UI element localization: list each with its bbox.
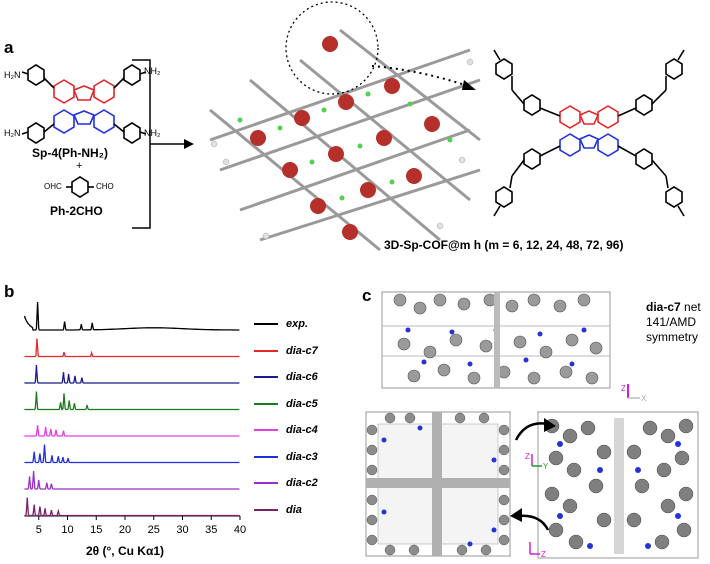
spiro-monomer-structure [21, 64, 147, 144]
rotation-arrow-bottom-head [510, 508, 522, 522]
xrd-series-line [24, 338, 240, 358]
reaction-arrow [150, 139, 194, 149]
xrd-series-line [24, 470, 240, 490]
monomer2-name: Ph-2CHO [50, 204, 103, 218]
xrd-legend-item: dia-c5 [254, 398, 318, 410]
xrd-legend-item: dia-c4 [254, 424, 318, 436]
net-name: dia-c7 [646, 300, 681, 314]
zoom-circle [285, 1, 379, 95]
xrd-x-tick-label: 15 [90, 524, 102, 536]
cho-label-right: CHO [96, 182, 114, 191]
panel-c-letter: c [362, 286, 372, 305]
panel-b-letter: b [4, 282, 15, 301]
xrd-series-line [24, 497, 240, 517]
axis-z-label-top: Z [621, 384, 626, 393]
net-word: net [684, 300, 701, 314]
xrd-legend-swatch [254, 455, 278, 458]
panel-a-letter: a [4, 38, 14, 57]
cho-label-left: OHC [44, 182, 62, 191]
dialdehyde-structure [66, 176, 94, 198]
crystal-view-bottom-right [537, 411, 699, 559]
xrd-x-tick-label: 40 [234, 524, 246, 536]
plus-sign: + [76, 160, 83, 172]
space-group: 141/AMD [646, 315, 697, 329]
imine-linked-node-structure [493, 49, 685, 217]
xrd-legend-label: dia-c5 [286, 397, 318, 410]
cof-framework-model [209, 28, 481, 252]
symmetry-word: symmetry [646, 330, 698, 344]
axis-z-label-bottom: Z [541, 550, 546, 559]
xrd-legend-item: dia-c2 [254, 477, 318, 489]
product-name: 3D-Sp-COF@m h (m = 6, 12, 24, 48, 72, 96… [384, 238, 624, 252]
xrd-x-tick-label: 35 [205, 524, 217, 536]
xrd-x-tick-label: 25 [148, 524, 160, 536]
xrd-legend-label: dia-c6 [286, 371, 318, 383]
xrd-legend-label: dia-c2 [286, 477, 318, 489]
xrd-legend-label: dia [286, 503, 302, 516]
net-description: dia-c7 net 141/AMD symmetry [646, 300, 701, 345]
xrd-series-line [24, 444, 240, 464]
xrd-legend-swatch [254, 508, 278, 511]
xrd-legend-swatch [254, 429, 278, 431]
axis-x-label-top: X [641, 394, 647, 403]
xrd-legend-item: dia-c6 [254, 371, 318, 383]
nh2-label-top-left: H₂N [4, 70, 21, 80]
xrd-x-axis-label: 2θ (°, Cu Kα1) [86, 544, 164, 558]
xrd-x-tick-label: 20 [119, 524, 131, 536]
xrd-series-line [23, 301, 240, 331]
xrd-legend-swatch [254, 349, 278, 352]
nh2-label-bottom-right: NH₂ [144, 128, 161, 138]
xrd-legend-label: dia-c3 [286, 450, 318, 463]
rotation-arrow-top-head [544, 418, 556, 432]
xrd-legend-label: dia-c4 [286, 424, 318, 436]
crystal-view-bottom-left [365, 411, 511, 557]
xrd-x-tick-label: 10 [61, 524, 73, 536]
xrd-legend-label: dia-c7 [286, 344, 318, 357]
xrd-legend-item: dia-c7 [254, 345, 318, 357]
xrd-legend-item: dia [254, 504, 302, 516]
xrd-x-tick-label: 30 [176, 524, 188, 536]
xrd-series-line [24, 425, 240, 437]
xrd-legend-swatch [254, 402, 278, 405]
crystal-view-top [381, 291, 611, 389]
monomer1-name: Sp-4(Ph-NH₂) [32, 146, 108, 160]
xrd-x-tick-label: 5 [36, 524, 42, 536]
xrd-legend-swatch [254, 376, 278, 378]
xrd-legend-item: exp. [254, 318, 308, 330]
nh2-label-top-right: NH₂ [144, 66, 161, 76]
axis-triad-bottom [529, 542, 540, 555]
xrd-legend-label: exp. [286, 318, 309, 330]
xrd-legend-swatch [254, 323, 278, 325]
nh2-label-bottom-left: H₂N [4, 128, 21, 138]
xrd-series-line [24, 364, 240, 384]
xrd-legend-item: dia-c3 [254, 451, 318, 463]
axis-triad-top [627, 384, 640, 399]
zoom-dotted-arrow [371, 65, 469, 87]
axis-triad-middle [531, 454, 542, 467]
axis-y-label-mid: Y [543, 462, 549, 471]
xrd-series-line [24, 391, 240, 411]
axis-z-label-mid: Z [525, 452, 530, 461]
xrd-legend-swatch [254, 482, 278, 484]
